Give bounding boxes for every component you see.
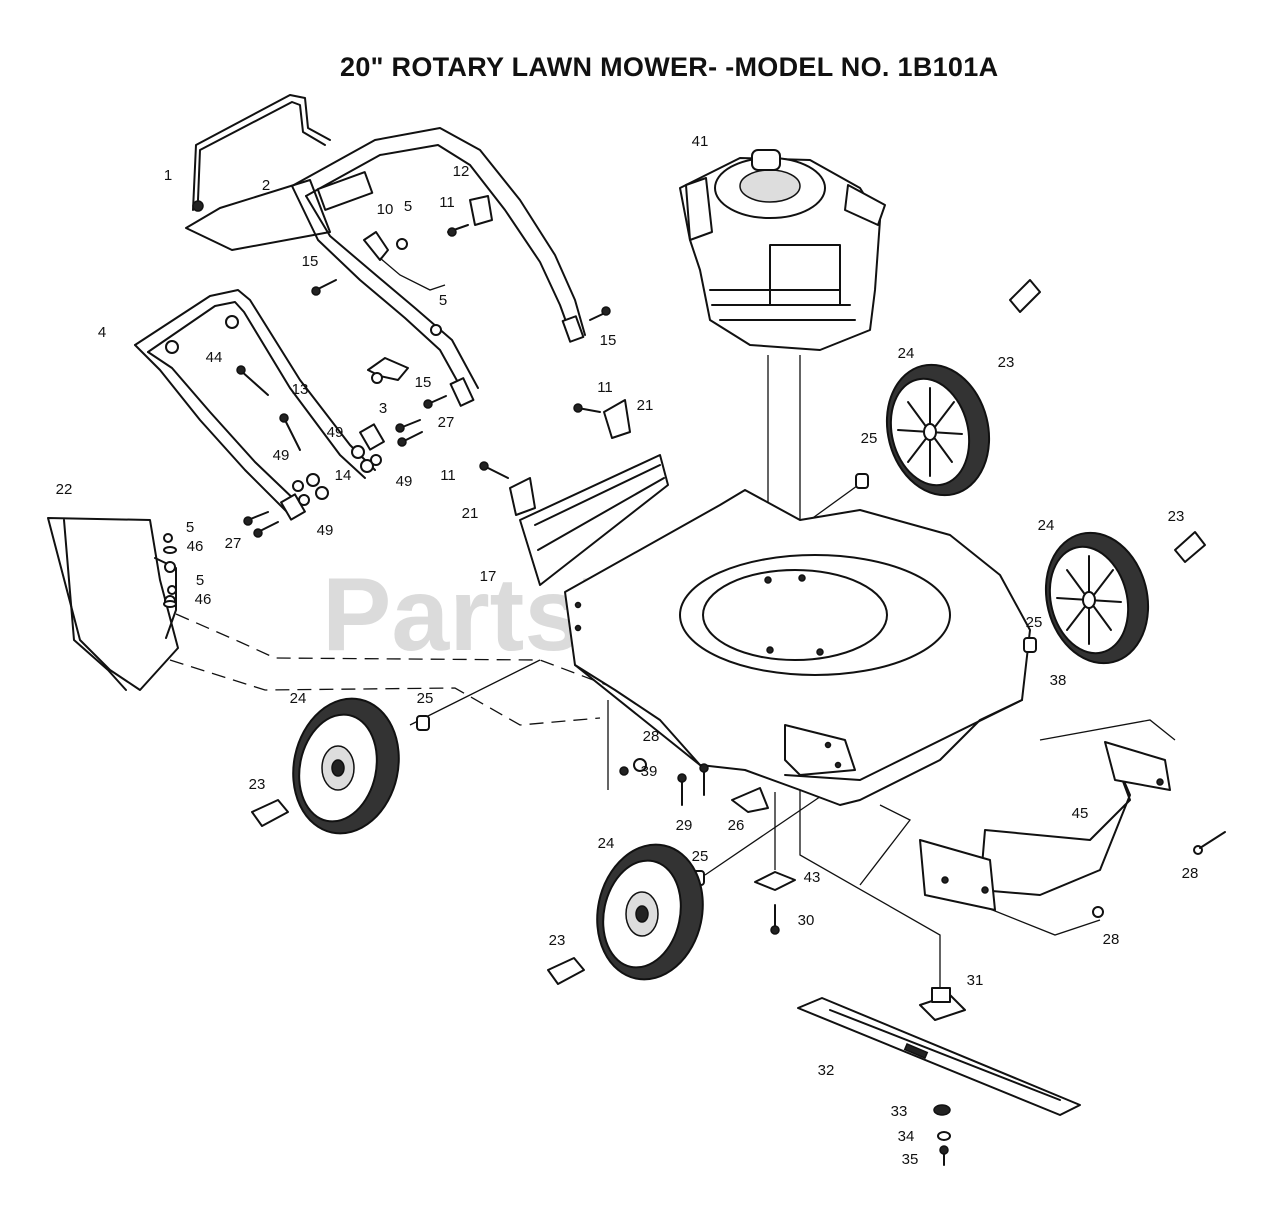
part-1-control-bail: [185, 94, 331, 251]
callout-c-49b: 49: [396, 473, 413, 490]
callout-c-22: 22: [56, 481, 73, 498]
callout-c-2: 2: [262, 177, 270, 194]
callout-c-25c: 25: [417, 690, 434, 707]
callout-c-49c: 49: [273, 447, 290, 464]
part-28-39-fasteners: [607, 700, 647, 790]
part-32-blade: [797, 997, 1081, 1116]
part-33-34-35-hardware: [933, 1104, 951, 1166]
part-23-wheel-bolts: [251, 279, 1206, 985]
callout-c-5d: 5: [196, 572, 204, 589]
callout-c-23c: 23: [249, 776, 266, 793]
callout-c-28c: 28: [1103, 931, 1120, 948]
callout-c-10: 10: [377, 201, 394, 218]
part-38-deck: [564, 489, 1031, 806]
part-10-control: [363, 231, 446, 291]
part-17-baffle: [519, 454, 669, 586]
callout-c-17: 17: [480, 568, 497, 585]
part-3-cable-clip: [367, 357, 409, 384]
callout-c-28b: 28: [1182, 865, 1199, 882]
callout-c-33: 33: [891, 1103, 908, 1120]
part-2-upper-handle: [291, 127, 586, 407]
callout-c-26: 26: [728, 817, 745, 834]
callout-c-27b: 27: [225, 535, 242, 552]
callout-c-15b: 15: [600, 332, 617, 349]
callout-c-11b: 11: [597, 379, 613, 396]
callout-c-14: 14: [335, 467, 352, 484]
callout-c-4: 4: [98, 324, 106, 341]
callout-c-25d: 25: [692, 848, 709, 865]
callout-c-11c: 11: [440, 467, 456, 484]
callout-c-5c: 5: [186, 519, 194, 536]
part-22-rear-deflector: [47, 517, 179, 691]
part-21-brackets: [479, 399, 631, 516]
callout-c-25a: 25: [861, 430, 878, 447]
callout-c-28a: 28: [643, 728, 660, 745]
callout-c-44: 44: [206, 349, 223, 366]
callout-c-38: 38: [1050, 672, 1067, 689]
callout-c-24d: 24: [598, 835, 615, 852]
callout-c-11a: 11: [439, 194, 455, 211]
part-29-bolts: [677, 763, 709, 806]
callout-c-23b: 23: [1168, 508, 1185, 525]
callout-c-39: 39: [641, 763, 658, 780]
callout-c-15c: 15: [415, 374, 432, 391]
callout-c-34: 34: [898, 1128, 915, 1145]
callout-c-25b: 25: [1026, 614, 1043, 631]
callout-c-29: 29: [676, 817, 693, 834]
part-41-engine: [679, 149, 886, 351]
callout-c-13: 13: [292, 381, 309, 398]
part-14-49-fasteners: [292, 445, 382, 506]
callout-c-49a: 49: [327, 424, 344, 441]
callout-c-5a: 5: [404, 198, 412, 215]
part-13-bolts: [236, 365, 301, 451]
callout-c-23a: 23: [998, 354, 1015, 371]
part-5-46-hardware: [163, 533, 177, 608]
callout-c-21b: 21: [462, 505, 479, 522]
part-27-bolts: [243, 419, 423, 538]
callout-c-5b: 5: [439, 292, 447, 309]
part-24-wheel-rear-right: [885, 363, 991, 497]
part-31-blade-adapter: [919, 987, 966, 1021]
callout-c-24b: 24: [1038, 517, 1055, 534]
callout-c-32: 32: [818, 1062, 835, 1079]
callout-c-45: 45: [1072, 805, 1089, 822]
callout-c-21a: 21: [637, 397, 654, 414]
part-43-washer: [754, 871, 796, 891]
callout-c-12: 12: [453, 163, 470, 180]
callout-c-24c: 24: [290, 690, 307, 707]
diagram-title: 20" ROTARY LAWN MOWER- -MODEL NO. 1B101A: [340, 52, 999, 82]
callout-c-30: 30: [798, 912, 815, 929]
callout-c-49d: 49: [317, 522, 334, 539]
part-45-rear-shield: [919, 741, 1171, 911]
callout-c-24a: 24: [898, 345, 915, 362]
part-4-lower-handle: [134, 289, 385, 521]
callout-c-1: 1: [164, 167, 172, 184]
callout-c-46a: 46: [187, 538, 204, 555]
callout-c-31: 31: [967, 972, 984, 989]
part-15-bolts: [311, 279, 611, 409]
part-24-wheel-rear-far: [1044, 531, 1150, 665]
callout-c-46b: 46: [195, 591, 212, 608]
part-12-bracket: [447, 195, 493, 237]
callout-c-41: 41: [692, 133, 709, 150]
part-24-wheel-front-right: [596, 843, 704, 981]
part-26-plate: [731, 787, 769, 813]
callout-c-43: 43: [804, 869, 821, 886]
part-24-wheel-front-left: [292, 697, 400, 835]
callout-c-23d: 23: [549, 932, 566, 949]
callout-c-27a: 27: [438, 414, 455, 431]
part-30-bolt: [770, 904, 780, 935]
callout-c-3: 3: [379, 400, 387, 417]
callout-c-15a: 15: [302, 253, 319, 270]
part-28-rear-bolts: [1092, 831, 1226, 918]
callout-c-35: 35: [902, 1151, 919, 1168]
